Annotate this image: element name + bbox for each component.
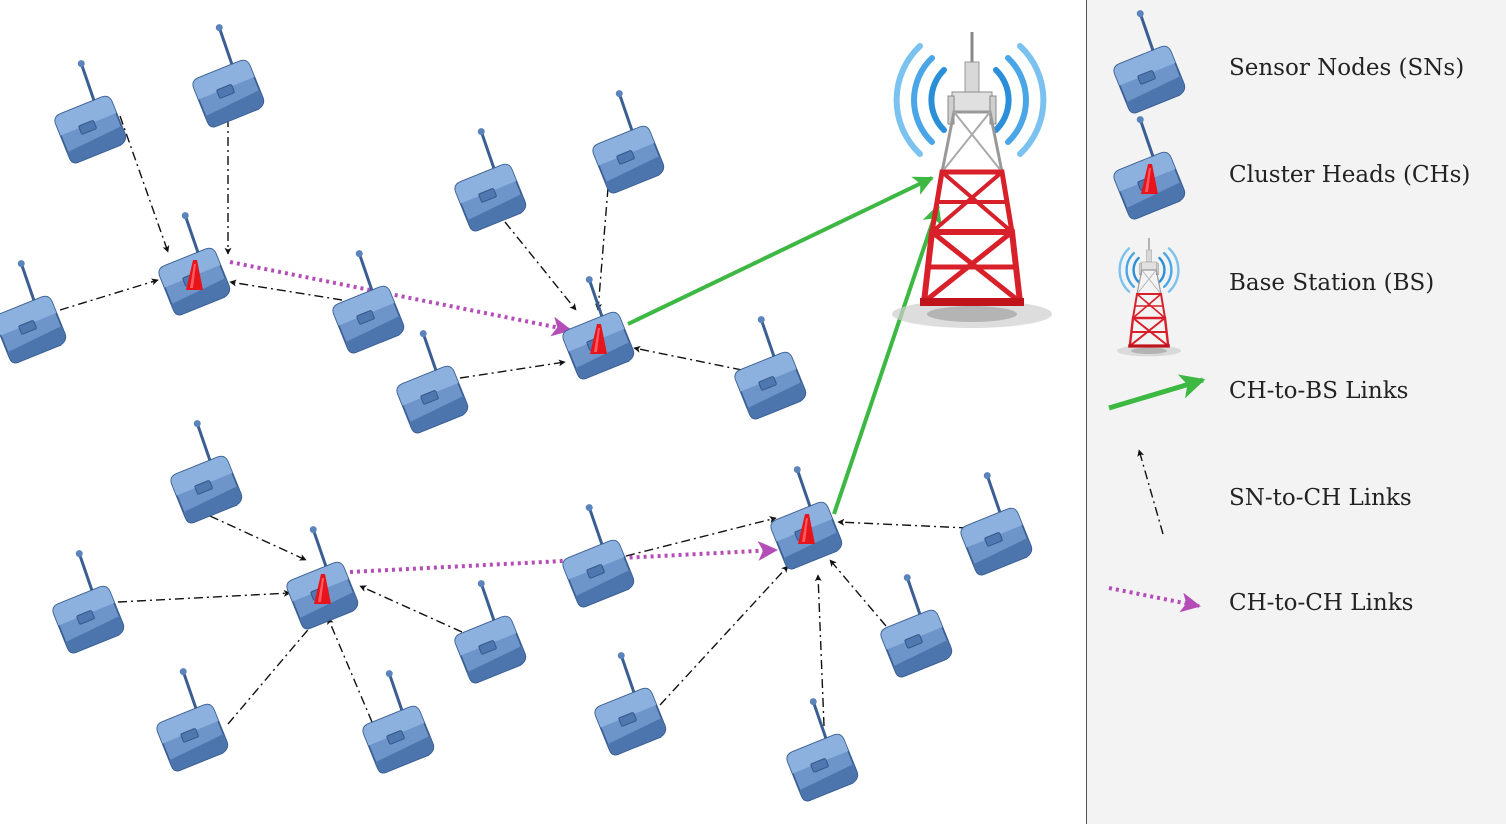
sensor-node-icon	[313, 243, 408, 356]
sn-to-ch-links	[59, 115, 969, 727]
sensor-nodes	[0, 17, 1036, 804]
sensor-node-icon	[151, 413, 246, 526]
ch-to-ch-link-sample	[1108, 586, 1201, 613]
base-station-tower-icon	[892, 32, 1052, 328]
sn-to-ch-link	[829, 559, 887, 627]
legend-symbols	[1094, 3, 1206, 613]
sn-to-ch-link	[117, 589, 291, 603]
sensor-node-icon	[0, 253, 70, 366]
legend-label-ch-to-ch: CH-to-CH Links	[1229, 590, 1414, 616]
sn-to-ch-link	[659, 565, 789, 706]
sensor-node-icon	[377, 323, 472, 436]
sensor-node-icon	[33, 543, 128, 656]
sensor-node-icon	[861, 567, 956, 680]
cluster-head-icon	[139, 205, 234, 318]
sensor-node-icon	[1094, 3, 1189, 116]
legend-label-sn-to-ch: SN-to-CH Links	[1229, 485, 1412, 511]
base-station-tower-icon	[1115, 236, 1183, 358]
legend-label-cluster-heads: Cluster Heads (CHs)	[1229, 162, 1471, 188]
sn-to-ch-link	[814, 574, 825, 727]
sn-to-ch-link	[359, 585, 463, 633]
ch-to-ch-link	[229, 260, 572, 337]
sn-to-ch-link	[633, 345, 743, 371]
sn-to-ch-link	[327, 617, 373, 723]
sensor-node-icon	[35, 53, 130, 166]
legend-label-sensor-nodes: Sensor Nodes (SNs)	[1229, 55, 1465, 81]
sn-to-ch-link	[459, 359, 566, 379]
sensor-node-icon	[715, 309, 810, 422]
cluster-head-icon	[1094, 109, 1189, 222]
sn-to-ch-link	[59, 278, 159, 311]
legend-label-ch-to-bs: CH-to-BS Links	[1229, 378, 1409, 404]
sensor-node-icon	[343, 663, 438, 776]
cluster-head-icon	[751, 459, 846, 572]
ch-to-bs-link	[627, 176, 934, 326]
sensor-node-icon	[543, 497, 638, 610]
sensor-node-icon	[435, 573, 530, 686]
sn-to-ch-link	[209, 515, 307, 561]
sn-to-ch-link	[119, 115, 170, 253]
ch-to-ch-links	[229, 260, 778, 574]
cluster-head-icon	[267, 519, 362, 632]
sensor-node-icon	[767, 691, 862, 804]
ch-to-bs-link-sample	[1108, 374, 1206, 411]
sn-to-ch-link	[227, 617, 319, 725]
ch-to-bs-link	[832, 204, 942, 515]
sn-to-ch-link	[625, 516, 777, 557]
cluster-head-icon	[543, 269, 638, 382]
sensor-node-icon	[575, 645, 670, 758]
sensor-node-icon	[137, 661, 232, 774]
sn-to-ch-link	[504, 221, 577, 311]
sensor-node-icon	[573, 83, 668, 196]
sn-to-ch-link	[229, 279, 343, 301]
sn-to-ch-link	[595, 187, 609, 311]
legend: Sensor Nodes (SNs) Cluster Heads (CHs) B…	[1086, 0, 1506, 824]
sensor-node-icon	[173, 17, 268, 130]
sn-to-ch-link	[837, 518, 969, 529]
sn-to-ch-link-sample	[1137, 449, 1164, 535]
sensor-node-icon	[435, 121, 530, 234]
sensor-node-icon	[941, 465, 1036, 578]
ch-to-ch-link	[349, 540, 778, 574]
legend-label-base-station: Base Station (BS)	[1229, 270, 1435, 296]
ch-to-bs-links	[627, 176, 942, 515]
